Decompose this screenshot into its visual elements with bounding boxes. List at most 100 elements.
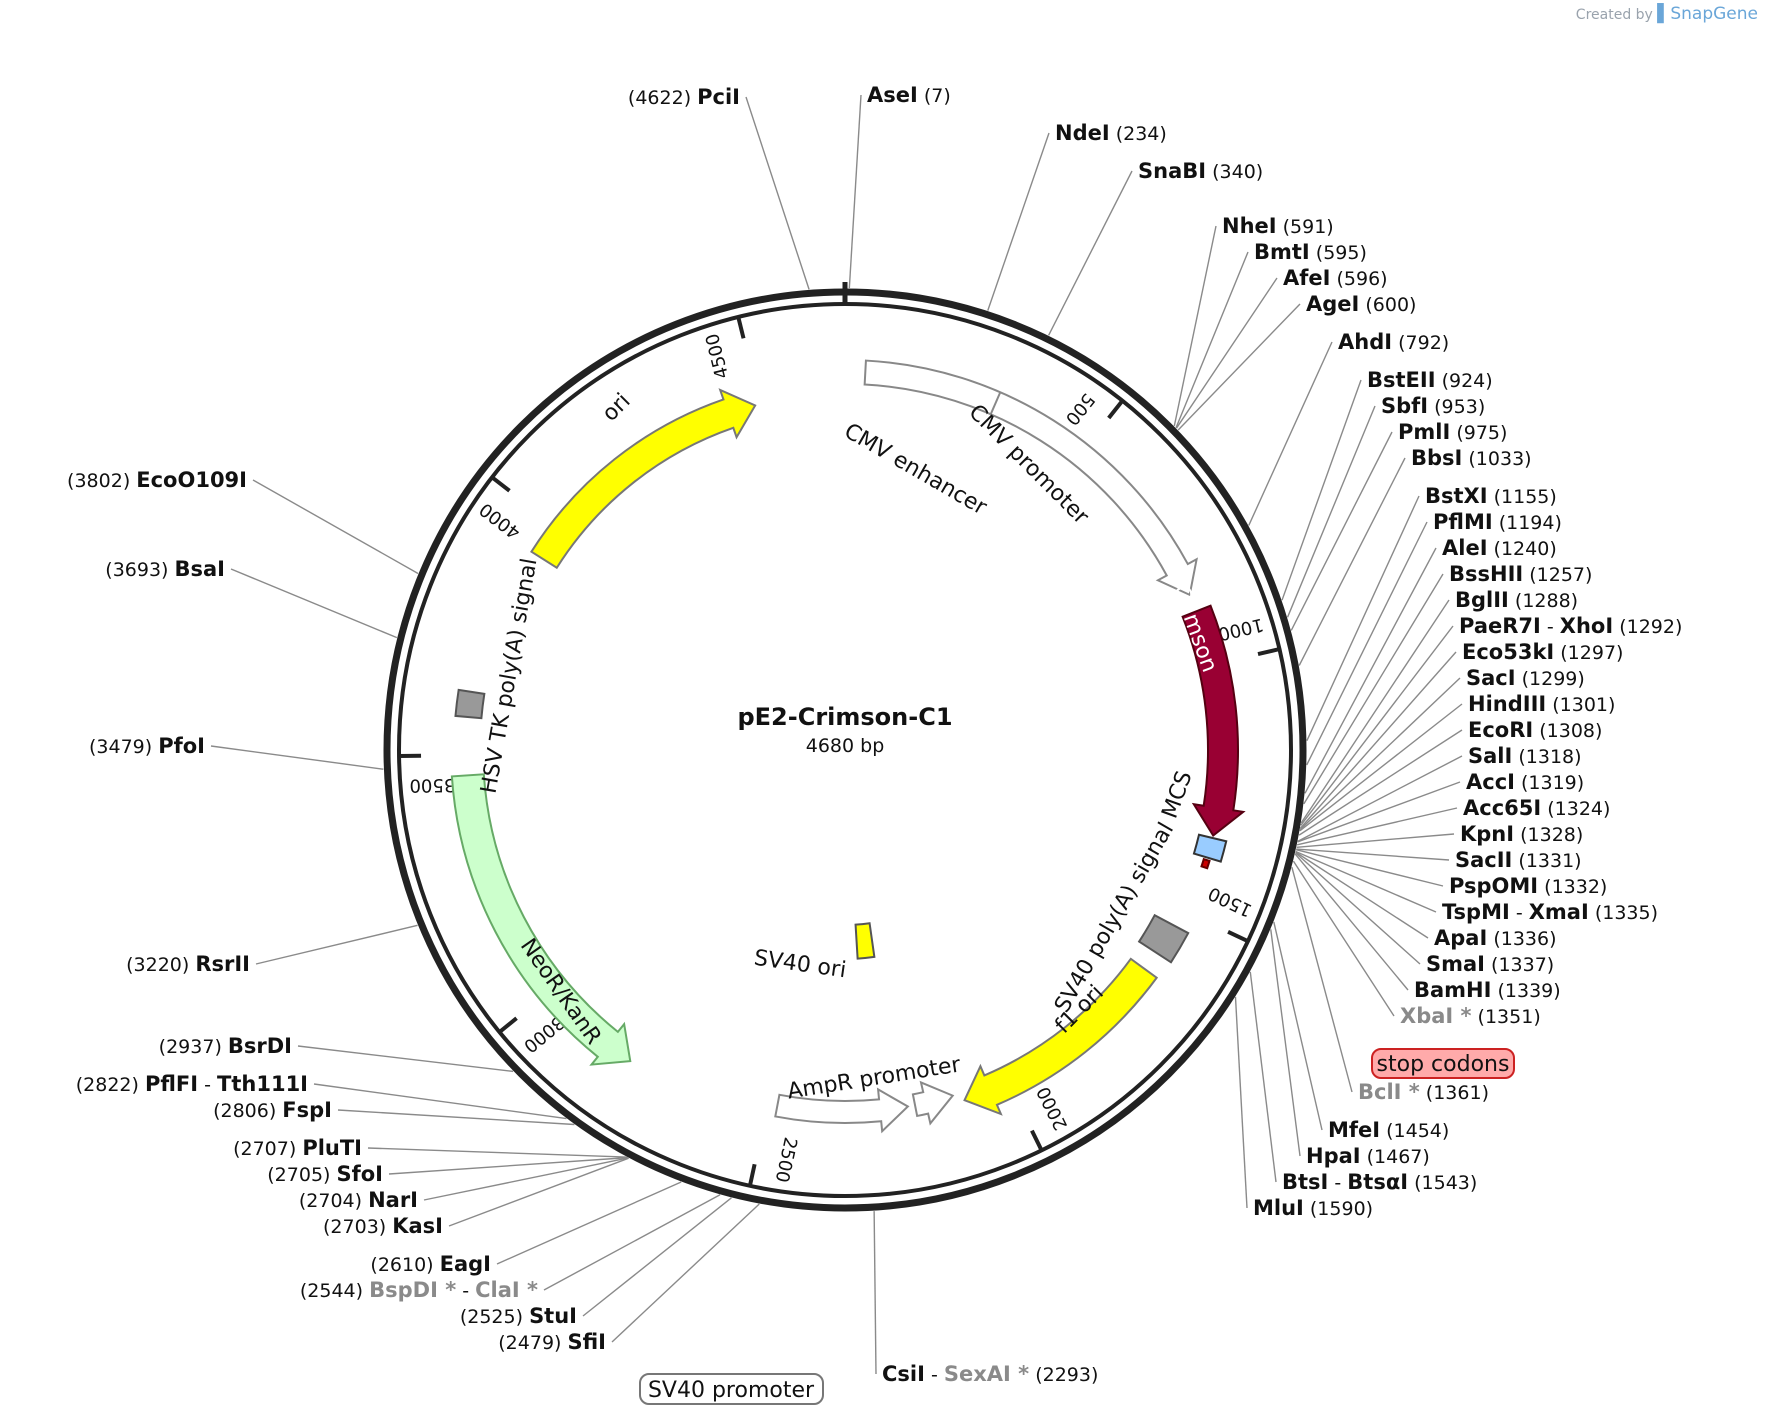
site-pcii[interactable]: (4622) PciI	[628, 85, 740, 109]
stop-codon-mark[interactable]	[1200, 857, 1211, 870]
leader-sacii	[1296, 848, 1450, 861]
tick-3000	[498, 1016, 518, 1034]
site-bstxi[interactable]: BstXI (1155)	[1425, 484, 1557, 508]
site-bamhi[interactable]: BamHI (1339)	[1414, 978, 1561, 1002]
site-btsi[interactable]: BtsI - BtsαI (1543)	[1282, 1170, 1477, 1194]
site-bspdi[interactable]: (2544) BspDI * - ClaI *	[300, 1278, 538, 1302]
site-hindiii[interactable]: HindIII (1301)	[1468, 692, 1615, 716]
site-sfoi[interactable]: (2705) SfoI	[267, 1162, 383, 1186]
site-position: (1292)	[1613, 616, 1682, 638]
site-nhei[interactable]: NheI (591)	[1222, 214, 1334, 238]
neor-kanr-arrow[interactable]	[450, 773, 632, 1066]
site-agei[interactable]: AgeI (600)	[1306, 292, 1416, 316]
site-fspi[interactable]: (2806) FspI	[213, 1098, 332, 1122]
plasmid-name: pE2-Crimson-C1	[737, 703, 952, 731]
site-pmli[interactable]: PmlI (975)	[1398, 420, 1507, 444]
site-sali[interactable]: SalI (1318)	[1468, 744, 1582, 768]
site-mlui[interactable]: MluI (1590)	[1253, 1196, 1373, 1220]
site-bsrdi[interactable]: (2937) BsrDI	[159, 1034, 292, 1058]
site-kasi[interactable]: (2703) KasI	[323, 1214, 443, 1238]
site-pspomi[interactable]: PspOMI (1332)	[1449, 874, 1607, 898]
leader-bstxi	[1306, 495, 1420, 741]
site-name: SfiI	[567, 1330, 606, 1354]
stop-codons-box[interactable]	[1371, 1048, 1515, 1079]
site-name-2: XmaI	[1529, 900, 1589, 924]
site-position: (596)	[1330, 268, 1387, 290]
ampr-promoter-arrow[interactable]	[774, 1087, 910, 1134]
site-name: BmtI	[1254, 240, 1310, 264]
site-position: (924)	[1436, 370, 1493, 392]
leader-kpni	[1296, 833, 1455, 848]
site-mfei[interactable]: MfeI (1454)	[1328, 1118, 1449, 1142]
site-xbai[interactable]: XbaI * (1351)	[1400, 1004, 1541, 1028]
site-sep: -	[198, 1074, 217, 1096]
ori-arrow[interactable]	[530, 388, 757, 570]
site-ndei[interactable]: NdeI (234)	[1055, 121, 1167, 145]
sv40-ori-block[interactable]	[854, 922, 876, 960]
site-ecori[interactable]: EcoRI (1308)	[1468, 718, 1602, 742]
site-stui[interactable]: (2525) StuI	[460, 1304, 577, 1328]
leader-xbai	[1292, 860, 1395, 1017]
site-pluti[interactable]: (2707) PluTI	[233, 1136, 362, 1160]
site-pfoi[interactable]: (3479) PfoI	[89, 734, 205, 758]
site-position: (1454)	[1380, 1120, 1449, 1142]
site-position: (1301)	[1546, 694, 1615, 716]
site-name: AfeI	[1283, 266, 1330, 290]
site-alei[interactable]: AleI (1240)	[1442, 536, 1557, 560]
ampr-promoter-small-arrow[interactable]	[911, 1080, 955, 1126]
sv40-promoter-box[interactable]	[639, 1373, 824, 1405]
site-eagi[interactable]: (2610) EagI	[370, 1252, 491, 1276]
site-kpni[interactable]: KpnI (1328)	[1460, 822, 1583, 846]
site-saci[interactable]: SacI (1299)	[1466, 666, 1585, 690]
site-ahdi[interactable]: AhdI (792)	[1338, 330, 1449, 354]
site-name: PfoI	[158, 734, 205, 758]
site-bcli[interactable]: BclI * (1361)	[1358, 1080, 1489, 1104]
site-name: SacI	[1466, 666, 1516, 690]
site-asei[interactable]: AseI (7)	[867, 83, 951, 107]
f1-ori-arrow[interactable]	[963, 957, 1159, 1116]
mcs-block[interactable]	[1192, 833, 1228, 863]
hsv-tk-polya-block[interactable]	[454, 688, 486, 720]
site-tspmi[interactable]: TspMI - XmaI (1335)	[1442, 900, 1658, 924]
site-sfii[interactable]: (2479) SfiI	[498, 1330, 606, 1354]
site-bbsi[interactable]: BbsI (1033)	[1411, 446, 1532, 470]
leader-pluti	[367, 1147, 627, 1158]
site-ecoo109i[interactable]: (3802) EcoO109I	[67, 468, 247, 492]
leader-bsai	[230, 568, 398, 639]
e2-crimson-arrow[interactable]	[1181, 604, 1246, 838]
tick-500	[1107, 399, 1124, 420]
site-name: PflMI	[1433, 510, 1493, 534]
site-paer7i[interactable]: PaeR7I - XhoI (1292)	[1459, 614, 1682, 638]
site-sbfi[interactable]: SbfI (953)	[1381, 394, 1485, 418]
site-pflfi[interactable]: (2822) PflFI - Tth111I	[76, 1072, 308, 1096]
leader-pcii	[745, 96, 810, 290]
site-csii[interactable]: CsiI - SexAI * (2293)	[882, 1362, 1098, 1386]
site-position: (2610)	[370, 1254, 439, 1276]
site-hpai[interactable]: HpaI (1467)	[1306, 1144, 1430, 1168]
site-name: SacII	[1455, 848, 1512, 872]
leader-bspdi	[543, 1194, 721, 1291]
site-smai[interactable]: SmaI (1337)	[1426, 952, 1554, 976]
site-sacii[interactable]: SacII (1331)	[1455, 848, 1582, 872]
site-rsrii[interactable]: (3220) RsrII	[126, 952, 250, 976]
site-nari[interactable]: (2704) NarI	[299, 1188, 418, 1212]
site-name: CsiI	[882, 1362, 925, 1386]
site-acc65i[interactable]: Acc65I (1324)	[1463, 796, 1610, 820]
site-apai[interactable]: ApaI (1336)	[1434, 926, 1557, 950]
site-position: (1319)	[1515, 772, 1584, 794]
site-bmti[interactable]: BmtI (595)	[1254, 240, 1367, 264]
site-bsteii[interactable]: BstEII (924)	[1367, 368, 1493, 392]
site-pflmi[interactable]: PflMI (1194)	[1433, 510, 1562, 534]
site-bsshii[interactable]: BssHII (1257)	[1449, 562, 1592, 586]
site-bglii[interactable]: BglII (1288)	[1455, 588, 1578, 612]
site-name: SnaBI	[1138, 159, 1206, 183]
site-name: PflFI	[145, 1072, 198, 1096]
site-acci[interactable]: AccI (1319)	[1466, 770, 1584, 794]
site-position: (1331)	[1512, 850, 1581, 872]
site-afei[interactable]: AfeI (596)	[1283, 266, 1388, 290]
site-snabi[interactable]: SnaBI (340)	[1138, 159, 1263, 183]
site-name: MfeI	[1328, 1118, 1380, 1142]
site-eco53ki[interactable]: Eco53kI (1297)	[1462, 640, 1623, 664]
site-bsai[interactable]: (3693) BsaI	[105, 557, 225, 581]
sv40-polya-block[interactable]	[1137, 913, 1190, 964]
